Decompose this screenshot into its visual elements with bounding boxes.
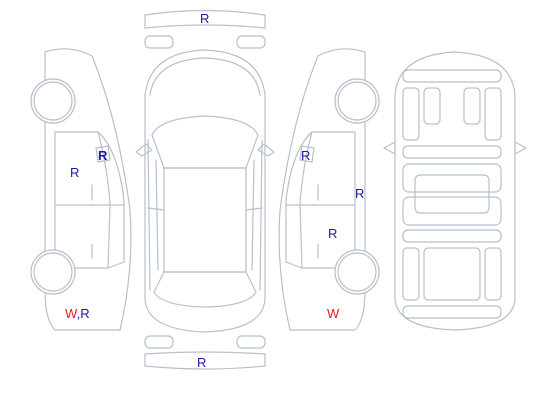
mark-front-bumper: R <box>200 11 210 26</box>
mark-left-front-fender: R <box>98 148 108 163</box>
mark-left-front-door: R <box>70 165 80 180</box>
mark-right-rear-quarter: W <box>327 306 340 321</box>
right-side-view-car <box>278 48 380 331</box>
mark-left-rear-quarter: W,R <box>65 307 90 320</box>
underbody-view-car <box>383 51 527 331</box>
mark-right-front-door: R <box>301 148 311 163</box>
top-view-car <box>135 9 275 370</box>
mark-left-rear-quarter-sep: , <box>76 306 81 321</box>
mark-right-rocker: R <box>355 186 365 201</box>
mark-rear-bumper: R <box>197 355 207 370</box>
mark-left-rear-quarter-w: W <box>65 306 77 321</box>
mark-left-rear-quarter-r: R <box>80 306 90 321</box>
mark-right-rear-door: R <box>328 226 338 241</box>
left-side-view-car <box>30 48 132 331</box>
